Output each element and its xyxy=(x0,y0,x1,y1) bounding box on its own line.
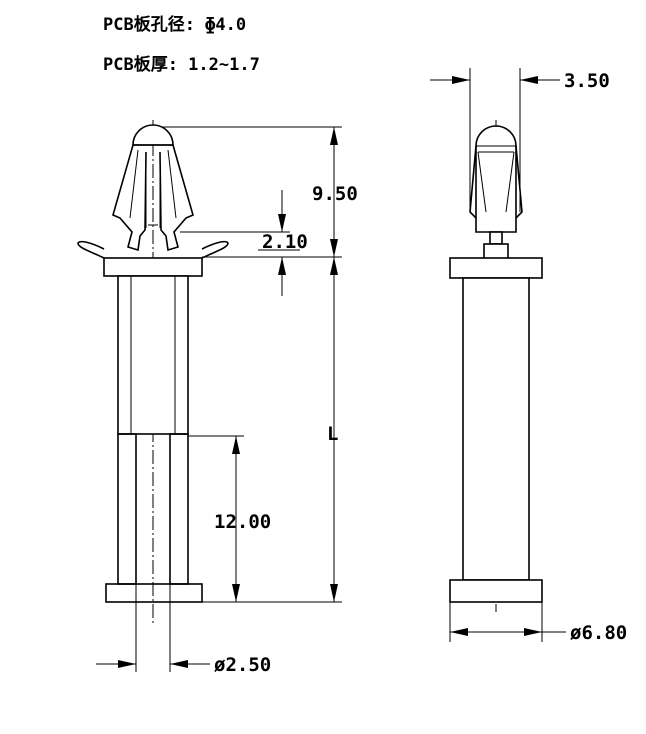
wing-left xyxy=(77,240,105,259)
dim-base-dia-label: ø6.80 xyxy=(570,622,627,644)
side-view: 3.50 ø6.80 xyxy=(430,68,627,644)
side-shaft xyxy=(462,277,530,581)
dim-thread-depth-label: 12.00 xyxy=(214,511,271,533)
dim-latch-gap-label: 2.10 xyxy=(262,231,308,253)
front-collar xyxy=(103,257,203,277)
dim-thread-depth: 12.00 xyxy=(188,435,271,602)
note-board-thickness: PCB板厚: 1.2~1.7 xyxy=(103,54,260,75)
front-view: 9.50 2.10 L 12.00 xyxy=(77,120,358,676)
note-hole-diameter: PCB板孔径: ɸ4.0 xyxy=(103,14,246,35)
dim-hole-dia-label: ø2.50 xyxy=(214,654,271,676)
front-threaded-section xyxy=(105,433,203,603)
side-base xyxy=(449,579,543,603)
wing-right xyxy=(201,240,229,259)
dim-length: L xyxy=(202,257,342,603)
side-collar xyxy=(449,257,543,279)
dim-length-label: L xyxy=(327,423,338,445)
front-shaft xyxy=(117,275,189,435)
arrowhead-clip xyxy=(112,124,194,252)
dim-latch-gap: 2.10 xyxy=(180,190,308,296)
dim-base-dia: ø6.80 xyxy=(449,602,627,644)
dim-side-width-label: 3.50 xyxy=(564,70,610,92)
dim-hole-dia: ø2.50 xyxy=(96,602,271,676)
dim-side-width: 3.50 xyxy=(430,68,610,212)
side-head xyxy=(469,125,523,267)
dim-head-height-label: 9.50 xyxy=(312,183,358,205)
dim-head-height: 9.50 xyxy=(163,126,358,258)
